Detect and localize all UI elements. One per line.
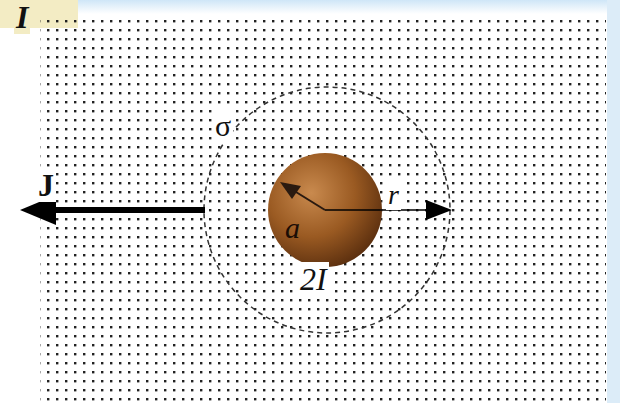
radius-arrowhead	[426, 200, 452, 220]
radius-line	[325, 209, 432, 211]
sphere-radius-arrowhead	[280, 182, 301, 199]
radius-label: r	[386, 180, 401, 210]
corner-label: I	[14, 0, 30, 34]
current-label: 2I	[298, 262, 329, 296]
current-arrow	[48, 207, 205, 213]
conductivity-label: σ	[213, 110, 233, 142]
dotted-medium	[40, 20, 606, 403]
gauss-surface	[204, 87, 450, 333]
sphere-radius-line	[296, 192, 325, 210]
top-band	[78, 0, 620, 14]
sphere-radius-label: a	[283, 212, 302, 244]
side-band	[607, 0, 620, 403]
current-density-label: J	[36, 168, 56, 202]
